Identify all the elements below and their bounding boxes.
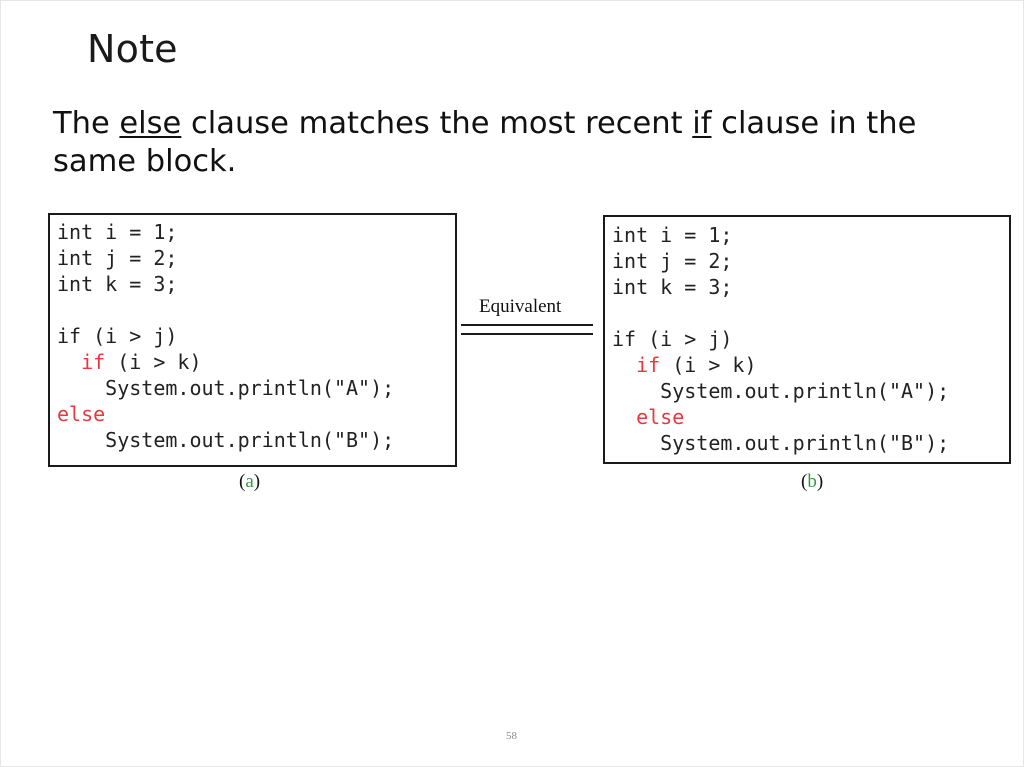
- caption-b-open: (: [801, 471, 808, 492]
- code-text: if (i > j): [57, 324, 178, 348]
- code-keyword: if: [636, 353, 661, 377]
- code-line: else: [612, 404, 1009, 430]
- code-text: System.out.println("B");: [105, 428, 395, 452]
- code-text: System.out.println("A");: [660, 379, 950, 403]
- code-text: if (i > j): [612, 327, 733, 351]
- code-text: int i = 1;: [57, 220, 178, 244]
- code-keyword: else: [57, 402, 106, 426]
- code-line: else: [57, 401, 455, 427]
- lead-part-2: clause matches the most recent: [181, 106, 693, 141]
- code-text: System.out.println("A");: [105, 376, 395, 400]
- code-indent: [612, 379, 660, 403]
- code-line: System.out.println("A");: [57, 375, 455, 401]
- lead-else-word: else: [119, 106, 182, 141]
- code-line: if (i > j): [612, 326, 1009, 352]
- code-line: int j = 2;: [612, 248, 1009, 274]
- code-line: if (i > j): [57, 323, 455, 349]
- equivalent-line-bottom: [461, 333, 593, 335]
- code-text: int j = 2;: [57, 246, 178, 270]
- equivalent-line-top: [461, 324, 593, 326]
- code-line: int k = 3;: [57, 271, 455, 297]
- caption-a-letter: a: [245, 471, 254, 492]
- code-line: System.out.println("B");: [57, 427, 455, 453]
- code-keyword: else: [636, 405, 685, 429]
- code-indent: [57, 376, 105, 400]
- code-indent: [612, 405, 636, 429]
- code-line: System.out.println("A");: [612, 378, 1009, 404]
- caption-a: (a): [239, 471, 260, 493]
- code-indent: [57, 350, 81, 374]
- code-line: [612, 300, 1009, 326]
- code-keyword: if: [81, 350, 106, 374]
- code-line: System.out.println("B");: [612, 430, 1009, 456]
- code-line: int k = 3;: [612, 274, 1009, 300]
- code-line: int i = 1;: [612, 222, 1009, 248]
- code-line: int j = 2;: [57, 245, 455, 271]
- code-text: int k = 3;: [612, 275, 733, 299]
- caption-b-close: ): [816, 471, 824, 492]
- code-text: int i = 1;: [612, 223, 733, 247]
- caption-a-open: (: [239, 471, 246, 492]
- code-block-b: int i = 1;int j = 2;int k = 3; if (i > j)…: [603, 215, 1011, 464]
- lead-part-3: clause in the same block.: [53, 106, 917, 179]
- code-line: if (i > k): [612, 352, 1009, 378]
- code-line: if (i > k): [57, 349, 455, 375]
- lead-if-word: if: [692, 106, 712, 141]
- caption-b-letter: b: [807, 471, 817, 492]
- page-number: 58: [506, 730, 517, 742]
- code-indent: [57, 428, 105, 452]
- caption-b: (b): [801, 471, 823, 493]
- caption-a-close: ): [253, 471, 261, 492]
- code-indent: [612, 353, 636, 377]
- code-text: System.out.println("B");: [660, 431, 950, 455]
- code-block-a: int i = 1;int j = 2;int k = 3; if (i > j)…: [48, 213, 457, 467]
- code-indent: [612, 431, 660, 455]
- code-line: [57, 297, 455, 323]
- equivalent-label: Equivalent: [479, 296, 562, 317]
- code-text: int j = 2;: [612, 249, 733, 273]
- code-line: int i = 1;: [57, 219, 455, 245]
- code-text: int k = 3;: [57, 272, 178, 296]
- slide-title: Note: [87, 27, 178, 71]
- lead-sentence: The else clause matches the most recent …: [53, 105, 983, 181]
- lead-part-1: The: [53, 106, 120, 141]
- code-text: (i > k): [105, 350, 202, 374]
- code-text: (i > k): [660, 353, 757, 377]
